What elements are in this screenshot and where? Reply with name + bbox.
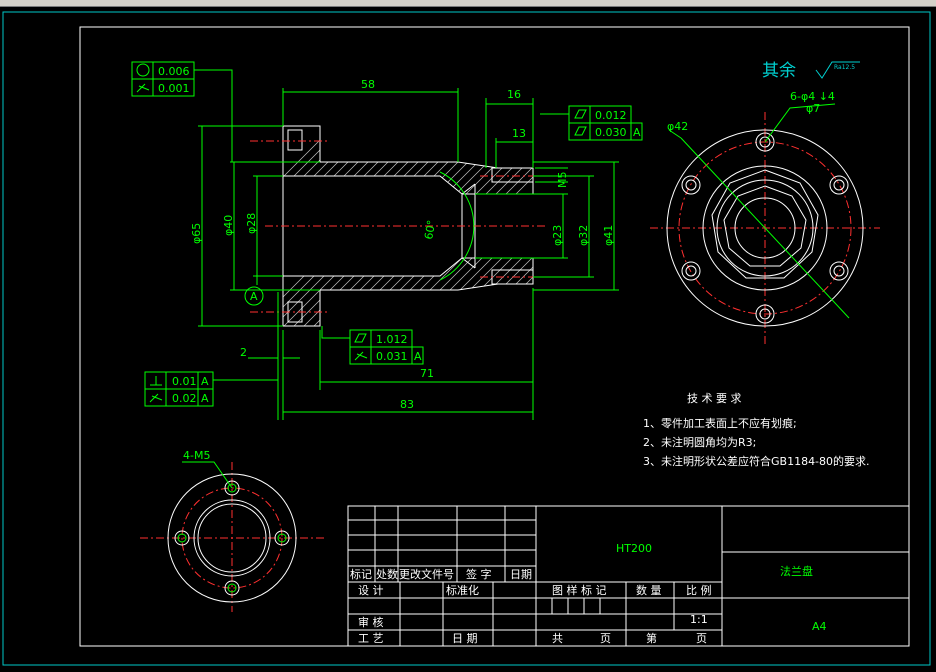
tb-material: HT200 <box>616 542 652 555</box>
tech-req-title: 技 术 要 求 <box>687 392 742 405</box>
dim-16: 16 <box>507 88 521 101</box>
dim-13: 13 <box>512 127 526 140</box>
tb-h-ye1: 页 <box>600 632 611 645</box>
tolerance-frame-bottom-left: 0.01 A 0.02 A <box>144 371 278 407</box>
tol-bl-2-ref: A <box>201 392 209 405</box>
tapped-holes-four <box>174 480 290 596</box>
tb-h-riqi2: 日 期 <box>452 632 478 645</box>
tb-h-sheji: 设 计 <box>358 584 384 597</box>
tolerance-frame-top-left: 0.006 0.001 <box>131 61 233 162</box>
drawing-border <box>79 26 910 647</box>
tech-req-2: 2、未注明圆角均为R3; <box>643 435 756 449</box>
dim-71: 71 <box>420 367 434 380</box>
tb-h-tuyang: 图 样 标 记 <box>552 583 607 597</box>
tb-h-gong: 共 <box>552 632 563 645</box>
title-block: HT200 法兰盘 A4 标记 处数 更改文件号 签 字 日期 设 计 标准化 … <box>347 505 910 647</box>
finish-ra: Ra12.5 <box>834 64 855 71</box>
dim-83: 83 <box>400 398 414 411</box>
section-outline-bottom <box>282 257 534 327</box>
dim-phi41: φ41 <box>602 225 615 246</box>
cad-drawing-canvas[interactable]: 58 16 13 M5 φ65 φ40 φ28 φ23 φ32 <box>0 6 936 672</box>
tol-tr-1: 0.012 <box>595 109 627 122</box>
tb-scale: 1:1 <box>690 613 708 626</box>
datum-a-symbol <box>244 286 264 306</box>
tb-h-di: 第 <box>646 631 657 645</box>
datum-a-label: A <box>250 290 258 303</box>
tb-h-bili: 比 例 <box>686 583 712 597</box>
tb-h-chushu: 处数 <box>376 568 398 581</box>
dim-phi28: φ28 <box>245 213 258 234</box>
tb-h-shuliang: 数 量 <box>636 584 662 597</box>
tol-bl-1-ref: A <box>201 375 209 388</box>
dim-2: 2 <box>240 346 247 359</box>
dim-m5: M5 <box>556 172 569 189</box>
bolt-holes-six <box>681 132 849 324</box>
tb-h-genggai: 更改文件号 <box>399 567 454 581</box>
dim-phi42: φ42 <box>667 120 688 133</box>
tb-size: A4 <box>812 620 827 633</box>
tb-h-biaozhun: 标准化 <box>446 583 479 597</box>
tech-req-3: 3、未注明形状公差应符合GB1184-80的要求. <box>643 454 870 468</box>
dim-phi65: φ65 <box>190 223 203 244</box>
tolerance-frame-top-right: 0.012 0.030 A <box>540 105 643 141</box>
dim-phi23: φ23 <box>551 225 564 246</box>
tolerance-frame-middle: 1.012 0.031 A <box>321 326 424 365</box>
tb-h-riqi: 日期 <box>510 568 532 581</box>
tol-tl-2: 0.001 <box>158 82 190 95</box>
dim-6-holes: 6-φ4 ↓4 <box>790 90 835 103</box>
surface-finish-symbol <box>815 61 860 79</box>
finish-note: 其余 <box>762 61 796 81</box>
tol-tl-1: 0.006 <box>158 65 190 78</box>
tol-tr-2-ref: A <box>633 126 641 139</box>
dim-phi7: φ7 <box>806 102 820 115</box>
tol-bl-2: 0.02 <box>172 392 197 405</box>
tol-mid-2-ref: A <box>414 350 422 363</box>
window-title-strip: ... <box>0 0 936 7</box>
tol-mid-1: 1.012 <box>376 333 408 346</box>
dim-phi32: φ32 <box>577 225 590 246</box>
tb-h-qianzi: 签 字 <box>466 567 492 581</box>
left-end-view: 4-M5 <box>140 449 325 612</box>
tol-tr-2: 0.030 <box>595 126 627 139</box>
tol-bl-1: 0.01 <box>172 375 197 388</box>
tech-req-1: 1、零件加工表面上不应有划痕; <box>643 416 797 430</box>
section-view: 58 16 13 M5 φ65 φ40 φ28 φ23 φ32 <box>190 78 619 420</box>
dim-angle-60: 60° <box>422 219 438 240</box>
tb-h-gongyi: 工 艺 <box>358 632 384 645</box>
dim-4-m5: 4-M5 <box>183 449 210 462</box>
window-title: ... <box>460 0 467 2</box>
tb-h-ye2: 页 <box>696 632 707 645</box>
tol-mid-2: 0.031 <box>376 350 408 363</box>
tb-h-shenhe: 审 核 <box>358 615 384 629</box>
dim-phi40: φ40 <box>222 215 235 236</box>
tb-h-biaoji: 标记 <box>350 567 372 581</box>
dim-58: 58 <box>361 78 375 91</box>
sheet-outer-frame <box>2 11 931 666</box>
right-end-view: φ42 6-φ4 ↓4 φ7 <box>650 90 880 344</box>
section-hatch <box>283 126 533 326</box>
tb-part-name: 法兰盘 <box>780 564 813 578</box>
